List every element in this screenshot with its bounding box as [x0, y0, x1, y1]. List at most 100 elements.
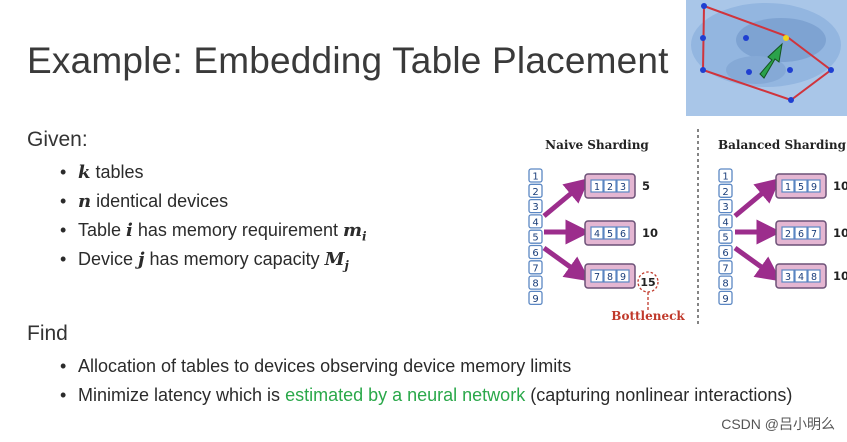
balanced-sharding-title: Balanced Sharding: [718, 138, 847, 152]
balanced-device-cost: 10: [833, 269, 847, 283]
naive-table-cell: [528, 244, 543, 260]
naive-table-cell: [528, 275, 543, 290]
naive-table-label: 9: [532, 294, 538, 305]
neural-network-highlight: estimated by a neural network: [285, 385, 526, 405]
sharding-diagram: Naive Sharding Balanced Sharding 1234567…: [528, 129, 847, 324]
naive-device-cell-label: 7: [594, 272, 600, 283]
naive-table-cell: [528, 260, 543, 275]
given-item-tables: k tables: [58, 158, 367, 187]
naive-device-cell-label: 6: [620, 229, 626, 240]
find-item-latency: Minimize latency which is estimated by a…: [58, 381, 792, 410]
balanced-table-cell: [718, 260, 733, 275]
naive-device-cell: [603, 179, 617, 193]
naive-device-cell: [590, 269, 604, 283]
balanced-device-cell: [807, 269, 821, 283]
balanced-device-cost: 10: [833, 179, 847, 193]
naive-device-cell: [590, 226, 604, 240]
balanced-table-cell: [718, 229, 733, 244]
balanced-table-cell: [718, 198, 733, 214]
balanced-device-cell: [794, 226, 808, 240]
find-list: Allocation of tables to devices observin…: [58, 352, 792, 410]
balanced-device-cell-label: 1: [785, 182, 791, 193]
naive-device-cell-label: 3: [620, 182, 626, 193]
naive-table-cell: [528, 214, 543, 229]
naive-device-cell: [590, 179, 604, 193]
naive-device-cell: [603, 226, 617, 240]
balanced-table-cell: [718, 214, 733, 229]
naive-device-cell-label: 5: [607, 229, 613, 240]
find-item-allocation: Allocation of tables to devices observin…: [58, 352, 758, 381]
naive-table-cell: [528, 183, 543, 198]
balanced-device-cell-label: 8: [811, 272, 817, 283]
naive-device-cost: 5: [642, 179, 650, 193]
naive-table-cell: [528, 198, 543, 214]
naive-arrow-3: [542, 245, 591, 282]
naive-device-cell-label: 4: [594, 229, 600, 240]
balanced-device-cell-label: 9: [811, 182, 817, 193]
balanced-device-cell: [807, 226, 821, 240]
balanced-table-cell: [718, 183, 733, 198]
csdn-watermark: CSDN @吕小明么: [721, 416, 835, 432]
balanced-table-label: 4: [722, 217, 728, 228]
balanced-table-cell: [718, 244, 733, 260]
balanced-table-label: 2: [722, 187, 728, 198]
balanced-device-cost: 10: [833, 226, 847, 240]
slide-title: Example: Embedding Table Placement: [27, 40, 669, 81]
naive-table-label: 3: [532, 202, 538, 213]
balanced-device-cell-label: 3: [785, 272, 791, 283]
balanced-table-label: 8: [722, 279, 728, 290]
naive-sharding-title: Naive Sharding: [545, 138, 649, 152]
balanced-table-cell: [718, 168, 733, 183]
naive-table-label: 5: [532, 233, 538, 244]
balanced-device-cell: [807, 179, 821, 193]
naive-device-cell: [616, 179, 630, 193]
optimization-landscape-thumbnail: [686, 0, 847, 116]
balanced-device-cell: [781, 226, 795, 240]
balanced-device-cell: [794, 269, 808, 283]
naive-table-cell: [528, 168, 543, 183]
naive-device-cell-label: 2: [607, 182, 613, 193]
balanced-arrow-1: [733, 177, 781, 218]
naive-device-cost: 15: [640, 276, 655, 289]
balanced-device-cell-label: 2: [785, 229, 791, 240]
balanced-arrow-3: [733, 245, 782, 282]
balanced-table-label: 1: [722, 172, 728, 183]
naive-table-label: 6: [532, 248, 538, 259]
balanced-device-cell: [794, 179, 808, 193]
naive-device-cell: [616, 269, 630, 283]
balanced-device-cell-label: 7: [811, 229, 817, 240]
naive-table-cell: [528, 290, 543, 306]
naive-table-cell: [528, 229, 543, 244]
balanced-device-cell: [781, 179, 795, 193]
balanced-table-cell: [718, 290, 733, 306]
balanced-table-label: 5: [722, 233, 728, 244]
balanced-device-cell: [781, 269, 795, 283]
balanced-table-cell: [718, 275, 733, 290]
balanced-device-cell-label: 4: [798, 272, 804, 283]
balanced-table-label: 3: [722, 202, 728, 213]
naive-table-label: 4: [532, 217, 538, 228]
naive-table-label: 2: [532, 187, 538, 198]
naive-device-cell: [616, 226, 630, 240]
naive-device-cost: 10: [642, 226, 658, 240]
naive-table-label: 8: [532, 279, 538, 290]
naive-device-cell-label: 8: [607, 272, 613, 283]
bottleneck-label: Bottleneck: [611, 309, 685, 323]
given-item-devices: n identical devices: [58, 187, 367, 216]
given-heading: Given:: [27, 128, 88, 151]
balanced-device-cell-label: 6: [798, 229, 804, 240]
given-list: k tables n identical devices Table i has…: [58, 158, 367, 274]
naive-table-label: 7: [532, 263, 538, 274]
naive-device-cell-label: 1: [594, 182, 600, 193]
balanced-table-label: 9: [722, 294, 728, 305]
naive-device-cell-label: 9: [620, 272, 626, 283]
find-heading: Find: [27, 322, 68, 345]
balanced-table-label: 6: [722, 248, 728, 259]
naive-arrow-1: [542, 177, 590, 218]
naive-device-cell: [603, 269, 617, 283]
given-item-table-requirement: Table i has memory requirement mi: [58, 216, 367, 245]
